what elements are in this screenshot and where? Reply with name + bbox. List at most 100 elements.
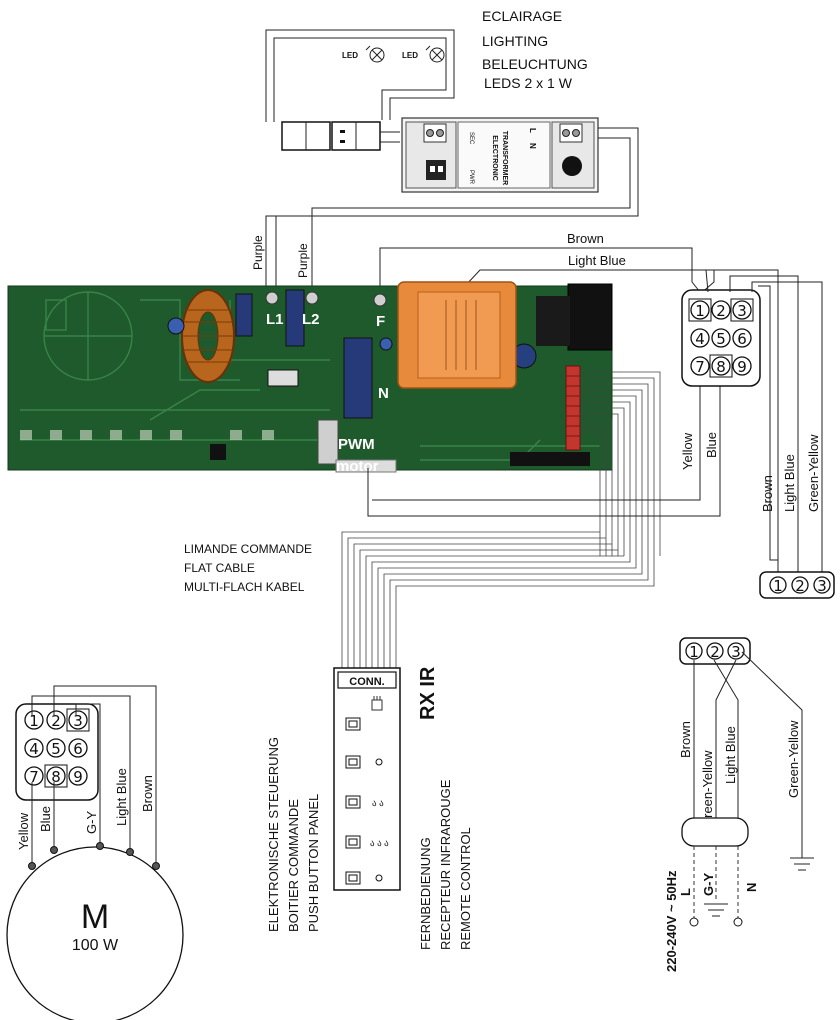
mains-wire-gy: Green-Yellow: [700, 750, 715, 828]
push-line-2: BOITIER COMMANDE: [286, 799, 301, 932]
flat-cable: LIMANDE COMMANDE FLAT CABLE MULTI-FLACH …: [184, 531, 655, 668]
remote-line-3: REMOTE CONTROL: [458, 827, 473, 950]
mains-gy: G-Y: [701, 873, 716, 896]
flat-cable-line-1: LIMANDE COMMANDE: [184, 542, 312, 556]
led-icon-1: [365, 45, 385, 63]
motor-wire-blue: Blue: [38, 806, 53, 832]
mains-transformer: [397, 281, 517, 389]
wire-label-lightblue-right: Light Blue: [782, 454, 797, 512]
wire-label-brown-right: Brown: [760, 475, 775, 512]
connector-motor-pin-9: [68, 766, 88, 786]
connector-top-pin-7-label: 7: [695, 358, 705, 376]
connector-3pin-mains-pin-2-label: 2: [710, 643, 720, 661]
connector-3pin-right-pin-2: [791, 576, 809, 594]
board-label-l1: L1: [266, 311, 284, 328]
wire-label-lightblue-top: Light Blue: [568, 253, 626, 268]
connector-motor-pin-1-label: 1: [29, 712, 39, 730]
fan-speed-icon: ა ა: [372, 798, 384, 808]
connector-3pin-right-pin-3-label: 3: [817, 577, 827, 595]
motor-wire-gy: G-Y: [84, 811, 99, 834]
connector-motor-pin-2-label: 2: [51, 712, 61, 730]
connector-motor-pin-8-label: 8: [51, 768, 61, 786]
connector-motor-pin-3-label: 3: [73, 712, 83, 730]
panel-rx-ir-label: RX IR: [417, 666, 439, 720]
connector-motor-pin-4: [24, 738, 44, 758]
transformer-sec: SEC: [468, 132, 474, 145]
connector-top-pin-9-label: 9: [737, 358, 747, 376]
board-ribbon: [580, 371, 661, 556]
toroid-coil: [181, 289, 235, 383]
connector-3pin-right-pin-2-label: 2: [795, 577, 805, 595]
fan-speed-icon-2: ა ა ა: [370, 838, 389, 848]
connector-motor-pin-6-label: 6: [73, 740, 83, 758]
connector-top-pin-5-label: 5: [716, 330, 726, 348]
wire-label-yellow: Yellow: [680, 432, 695, 470]
connector-top-pin-4-label: 4: [695, 330, 705, 348]
wire-label-gy-right: Green-Yellow: [806, 434, 821, 512]
connector-3pin-right-pin-1-label: 1: [773, 577, 783, 595]
transformer-title-1: ELECTRONIC: [491, 135, 498, 181]
board-label-pwm: PWM: [338, 436, 375, 453]
connector-motor-pin-5: [46, 738, 66, 758]
connector-top-pin-2-label: 2: [716, 302, 726, 320]
motor-power: 100 W: [72, 937, 119, 954]
connector-top-pin-6: [732, 328, 752, 348]
board-label-l2: L2: [302, 311, 320, 328]
wire-label-purple-1: Purple: [251, 235, 265, 270]
connector-to-3pin-wires: Brown Light Blue Green-Yellow: [705, 269, 823, 582]
connector-top-pin-1-label: 1: [695, 302, 705, 320]
transformer-n: N: [528, 143, 537, 149]
connector-3pin-right-pin-1: [769, 576, 787, 594]
motor-letter: M: [81, 898, 109, 936]
connector-3pin-right-pin-3: [813, 576, 831, 594]
motor-wire-brown: Brown: [140, 775, 155, 812]
remote-line-2: RECEPTEUR INFRAROUGE: [438, 779, 453, 950]
connector-top-pin-8-label: 8: [716, 358, 726, 376]
wire-label-brown-top: Brown: [567, 231, 604, 246]
motor-wire-lightblue: Light Blue: [114, 768, 129, 826]
connector-top-pin-4: [690, 328, 710, 348]
electronic-transformer: ELECTRONIC TRANSFORMER SEC PWR L N: [401, 117, 599, 193]
board-label-f: F: [376, 313, 385, 330]
lighting-line-4: LEDS 2 x 1 W: [484, 75, 573, 91]
push-line-3: PUSH BUTTON PANEL: [306, 794, 321, 932]
connector-motor-pin-9-label: 9: [73, 768, 83, 786]
mains-wire-lightblue: Light Blue: [723, 726, 738, 784]
mains-wire-brown: Brown: [678, 721, 693, 758]
connector-motor-pin-7-label: 7: [29, 768, 39, 786]
connector-3pin-mains-pin-3-label: 3: [731, 643, 741, 661]
connector-3pin-mains-pin-1-label: 1: [689, 643, 699, 661]
mains-l: L: [678, 888, 693, 896]
connector-top-pin-6-label: 6: [737, 330, 747, 348]
panel-conn-label: CONN.: [349, 676, 384, 688]
panel-buttons: ა ა ა ა ა: [345, 717, 389, 885]
board-label-motor: motor: [336, 458, 379, 475]
motor-wire-yellow: Yellow: [16, 812, 31, 850]
lighting-line-1: ECLAIRAGE: [482, 8, 562, 24]
mains-wire-gy-earth: Green-Yellow: [786, 720, 801, 798]
connector-3pin-mains-pin-2: [706, 642, 724, 660]
motor: M 100 W: [6, 842, 184, 1020]
mains-voltage: 220-240V ~ 50Hz: [664, 870, 679, 972]
wire-label-purple-2: Purple: [296, 243, 310, 278]
lighting-line-2: LIGHTING: [482, 33, 548, 49]
connector-top-pin-5: [711, 328, 731, 348]
push-button-panel: CONN. RX IR ა ა ა ა ა ELEKTRONISCHE STEU…: [266, 666, 473, 950]
mains-n: N: [744, 883, 759, 892]
connector-motor-pin-2: [46, 710, 66, 730]
pwm-wire: Yellow Blue: [367, 378, 721, 517]
connector-motor-pin-6: [68, 738, 88, 758]
led-icon-2: [425, 45, 445, 63]
connector-top-pin-2: [711, 300, 731, 320]
connector-3pin-mains-pin-3: [727, 642, 745, 660]
control-board: L1 L2 F N PWM motor: [7, 281, 613, 475]
connector-top-pin-3-label: 3: [737, 302, 747, 320]
wire-label-blue: Blue: [704, 432, 719, 458]
connector-motor-pin-3: [68, 710, 88, 730]
lighting-line-3: BELEUCHTUNG: [482, 56, 588, 72]
connector-motor-pin-4-label: 4: [29, 740, 39, 758]
